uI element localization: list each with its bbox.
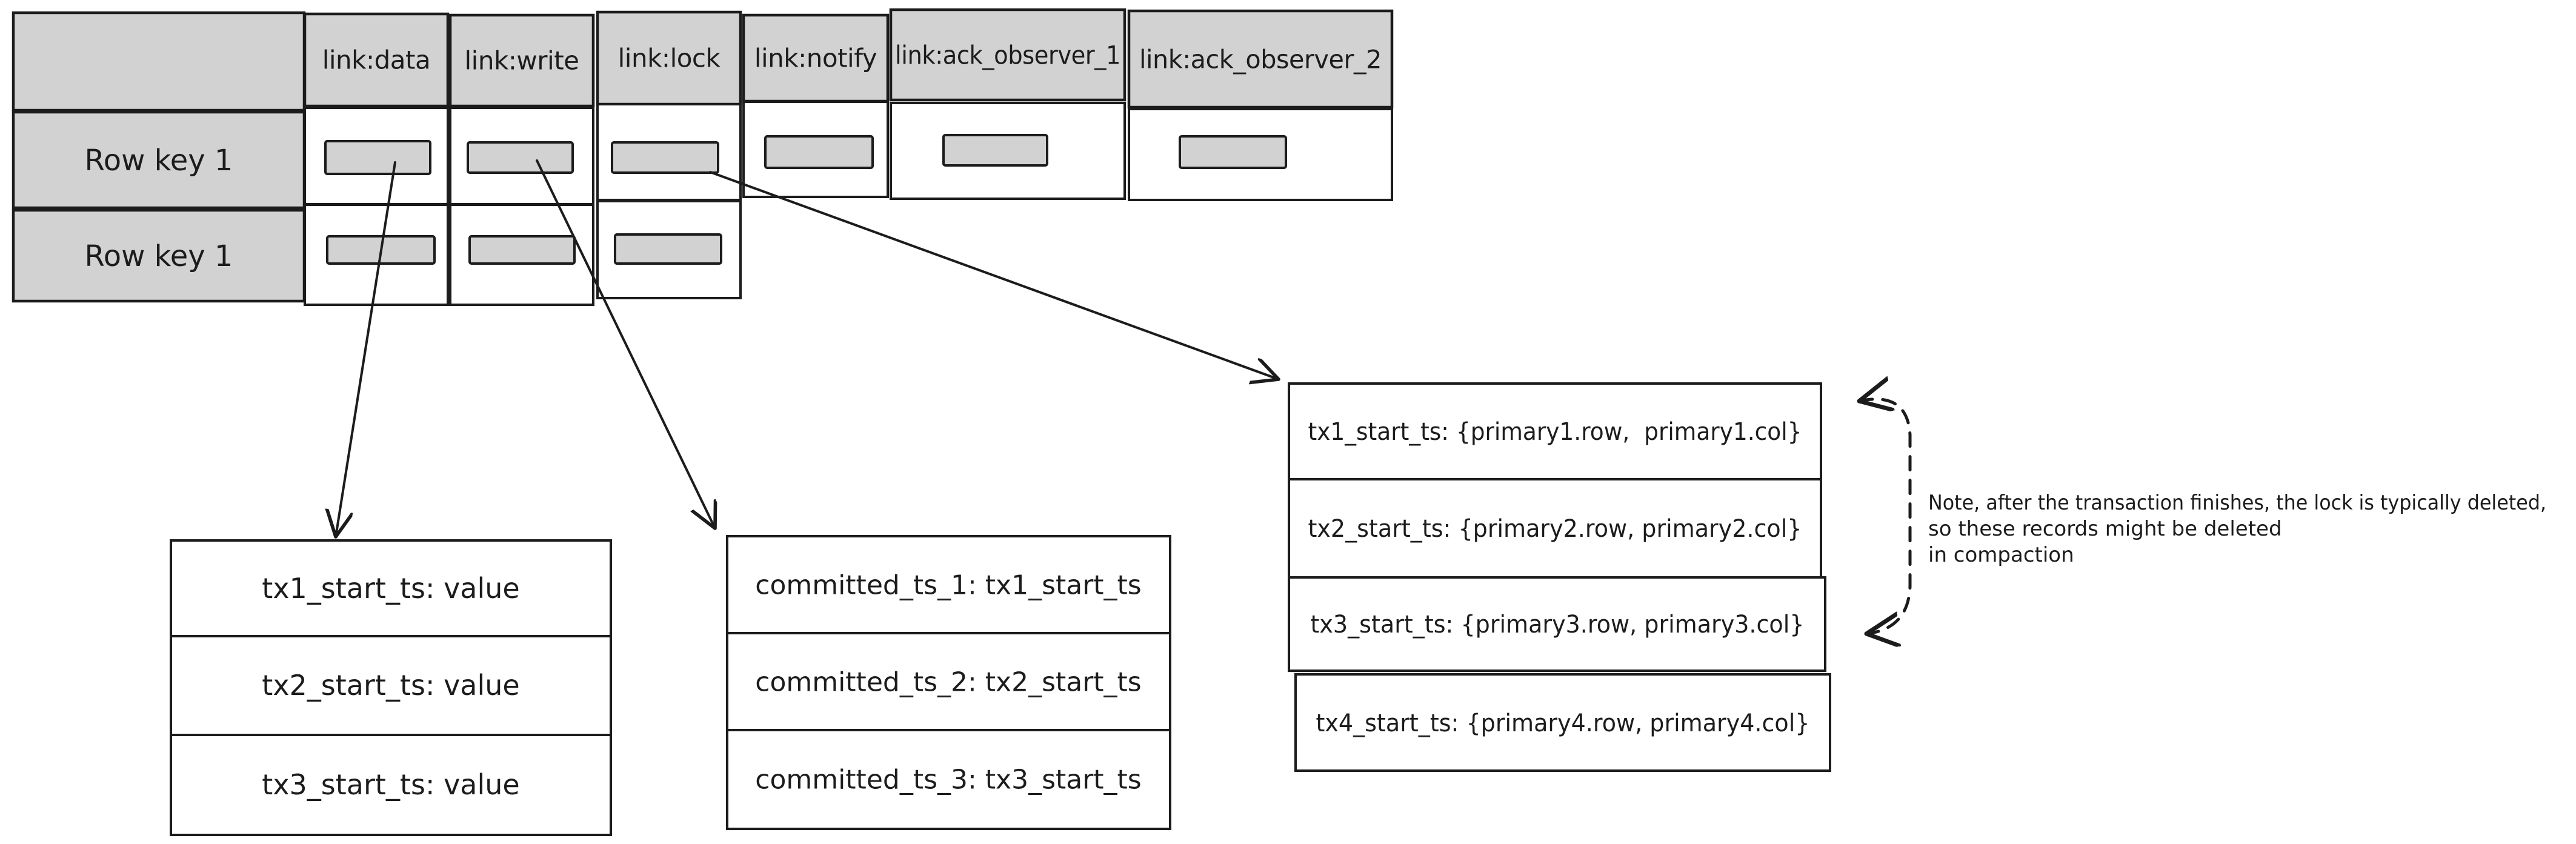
record-row: [1294, 673, 1831, 772]
row-key-label: Row key 1: [85, 144, 233, 178]
row-key-cell: [12, 110, 306, 210]
row-key-cell: [12, 208, 306, 303]
record-row: [726, 535, 1171, 634]
value-chip: [1179, 135, 1287, 169]
box-write-records: committed_ts_1: tx1_start_ts committed_t…: [726, 535, 1171, 830]
record-row: [1288, 478, 1822, 579]
column-header-link-ack-observer-2: [1127, 9, 1394, 109]
value-chip: [942, 134, 1048, 167]
box-lock-records: tx1_start_ts: {primary1.row, primary1.co…: [1288, 382, 1831, 772]
column-headers: link:data link:write link:lock link:noti…: [303, 8, 1394, 109]
arrows: [336, 159, 1279, 537]
value-chip: [614, 233, 722, 265]
row-key-column: Row key 1 Row key 1: [12, 11, 306, 303]
record-row: [170, 539, 612, 637]
record-text: tx4_start_ts: {primary4.row, primary4.co…: [1316, 709, 1810, 737]
record-row: [170, 635, 612, 736]
record-text: committed_ts_2: tx2_start_ts: [755, 666, 1141, 697]
arrow-write-to-commits: [536, 159, 715, 528]
value-chip: [611, 141, 719, 174]
record-text: tx3_start_ts: value: [262, 768, 519, 801]
value-chip: [467, 141, 574, 174]
column-header-label: link:lock: [618, 44, 721, 73]
table-row: [304, 101, 1393, 205]
record-row: [726, 632, 1171, 731]
record-row: [726, 729, 1171, 830]
column-header-link-data: [303, 12, 450, 108]
record-row: [170, 734, 612, 836]
record-text: tx2_start_ts: value: [262, 669, 519, 702]
note-line: so these records might be deleted: [1928, 517, 2282, 541]
value-chip: [764, 135, 874, 169]
column-header-label: link:data: [322, 45, 431, 75]
record-text: tx3_start_ts: {primary3.row, primary3.co…: [1311, 611, 1805, 639]
value-chip: [468, 235, 576, 265]
arrow-data-to-versions: [336, 161, 396, 537]
record-text: committed_ts_3: tx3_start_ts: [755, 764, 1141, 795]
column-header-label: link:notify: [754, 44, 877, 73]
dashed-connector: [1859, 399, 1912, 634]
column-header-label: link:ack_observer_1: [895, 41, 1120, 70]
record-text: committed_ts_1: tx1_start_ts: [755, 570, 1141, 600]
record-text: tx1_start_ts: value: [262, 572, 519, 605]
value-chip: [324, 140, 431, 175]
note-line: Note, after the transaction finishes, th…: [1928, 491, 2546, 515]
record-row: [1288, 382, 1822, 480]
column-header-label: link:write: [464, 46, 579, 76]
column-header-link-write: [448, 13, 595, 108]
note-text: Note, after the transaction finishes, th…: [1928, 491, 2546, 567]
corner-header-cell: [12, 11, 306, 112]
record-row: [1288, 576, 1826, 672]
record-text: tx2_start_ts: {primary2.row, primary2.co…: [1308, 515, 1802, 543]
arrow-lock-to-locks: [709, 171, 1279, 379]
box-data-versions: tx1_start_ts: value tx2_start_ts: value …: [170, 539, 612, 836]
column-header-label: link:ack_observer_2: [1139, 45, 1382, 75]
record-text: tx1_start_ts: {primary1.row, primary1.co…: [1308, 418, 1802, 446]
table-row: [304, 200, 742, 306]
note-line: in compaction: [1928, 543, 2074, 567]
column-header-link-ack-observer-1: [889, 8, 1127, 102]
row-key-label: Row key 1: [85, 239, 233, 273]
